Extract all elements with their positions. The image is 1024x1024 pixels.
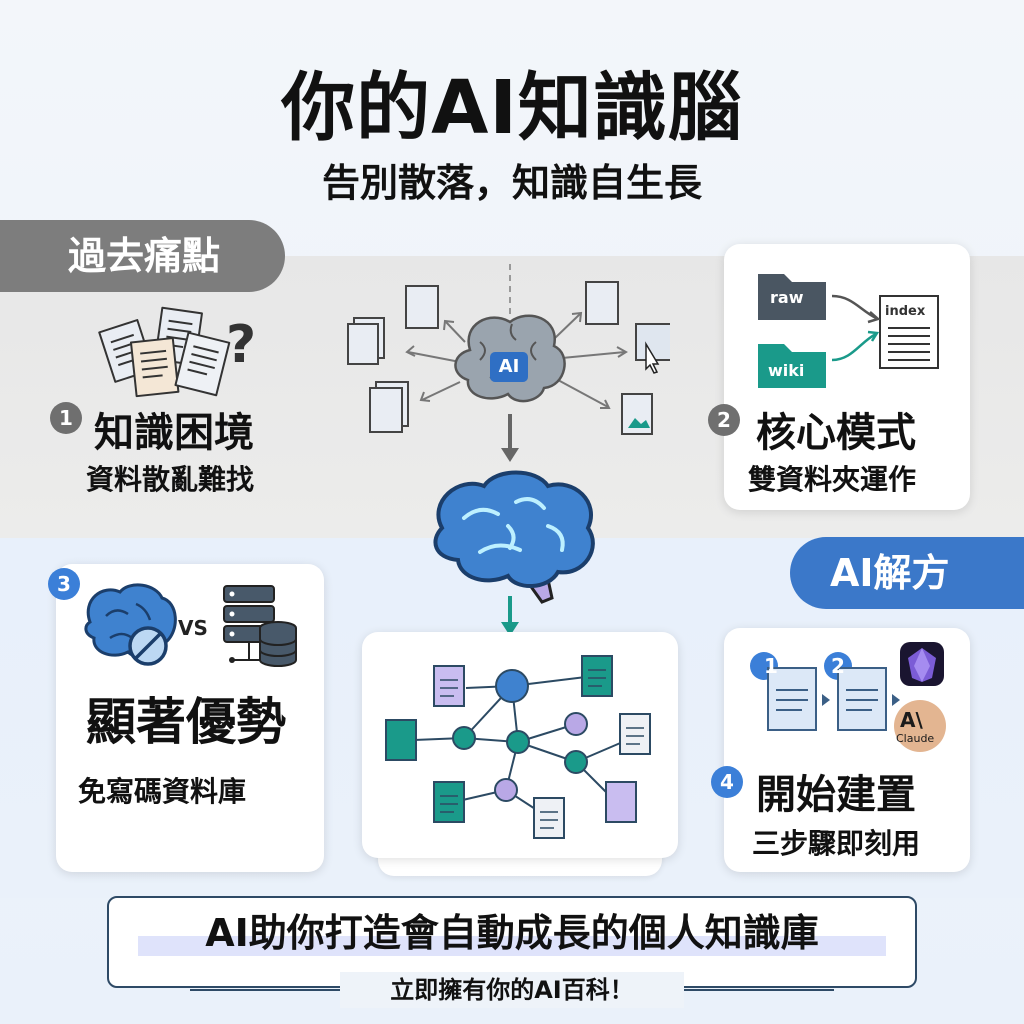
page-subtitle: 告別散落，知識自生長 [321,161,702,205]
setup-steps-diagram [750,642,946,752]
raw-folder-icon [758,274,826,320]
setup-step-2-badge: 2 [831,654,845,678]
blue-brain-icon [433,470,595,604]
card2-subtitle: 雙資料夾運作 [748,463,917,496]
dual-folder-diagram [758,274,939,388]
footer-highlight [138,936,886,956]
card4-subtitle: 三步驟即刻用 [752,827,921,860]
vs-label: VS [178,616,208,640]
index-label: index [885,304,926,319]
card1-subtitle: 資料散亂難找 [86,463,255,496]
past-pain-label: 過去痛點 [0,220,285,292]
page-title: 你的AI知識腦 [281,65,743,151]
claude-label: Claude [896,732,935,745]
ai-solution-label: AI解方 [790,537,1024,609]
footer-divider-left [190,989,340,991]
knowledge-graph-network [385,655,651,839]
setup-step-1-badge: 1 [764,654,778,678]
teal-arrow-down-icon [501,596,519,636]
card2-title: 核心模式 [756,410,916,456]
card3-subtitle: 免寫碼資料庫 [78,775,247,808]
footer-divider-right [684,989,834,991]
arrow-down-icon [501,414,519,462]
svg-text:?: ? [226,315,256,375]
claude-logo: A\ [900,708,923,732]
central-ai-brain-diagram [347,264,670,435]
card3-title: 顯著優勢 [86,693,286,751]
raw-folder-label: raw [770,288,804,307]
step-badge-3: 3 [48,568,80,600]
card4-title: 開始建置 [756,772,916,818]
step-badge-1: 1 [50,402,82,434]
brain-vs-database-icon [84,583,297,667]
wiki-folder-icon [758,344,826,388]
footer-sub-text: 立即擁有你的AI百科！ [340,972,684,1008]
scattered-documents-icon: ? [98,306,256,398]
wiki-folder-label: wiki [768,361,805,380]
step-badge-2: 2 [708,404,740,436]
footer-main-text: AI助你打造會自動成長的個人知識庫 [205,911,819,955]
card1-title: 知識困境 [94,410,254,456]
ai-chip-label: AI [498,356,520,377]
step-badge-4: 4 [711,766,743,798]
